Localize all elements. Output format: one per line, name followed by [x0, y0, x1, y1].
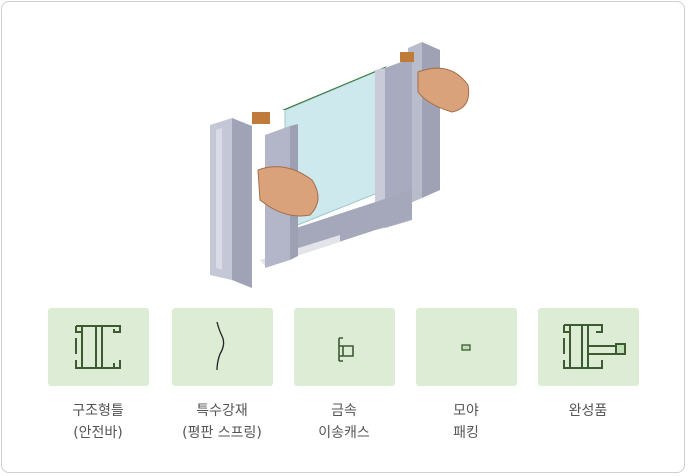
finished-product-icon: [563, 324, 626, 369]
label-line: 구조형틀: [72, 403, 124, 419]
part-label-finished: 완성품: [518, 400, 658, 422]
label-line: (안전바): [73, 425, 123, 441]
label-line: 패킹: [453, 425, 479, 441]
part-tile-finished: [538, 308, 639, 386]
label-line: 이송캐스: [318, 425, 370, 441]
part-tile-metal-case: [294, 308, 395, 386]
frame-profile-icon: [75, 325, 121, 369]
label-line: 완성품: [568, 403, 608, 419]
part-label-packing: 모야 패킹: [396, 400, 536, 444]
label-line: (평판 스프링): [182, 425, 262, 441]
part-label-frame: 구조형틀 (안전바): [28, 400, 168, 444]
packing-icon: [461, 344, 471, 351]
part-tile-frame: [48, 308, 149, 386]
metal-case-icon: [338, 337, 354, 362]
part-tile-spring: [172, 308, 273, 386]
label-line: 모야: [453, 403, 479, 419]
label-line: 특수강재: [196, 403, 248, 419]
spring-icon: [216, 321, 225, 371]
part-tile-packing: [416, 308, 517, 386]
label-line: 금속: [331, 403, 357, 419]
window-assembly-illustration: [210, 42, 470, 288]
part-label-metal-case: 금속 이송캐스: [274, 400, 414, 444]
part-label-spring: 특수강재 (평판 스프링): [152, 400, 292, 444]
